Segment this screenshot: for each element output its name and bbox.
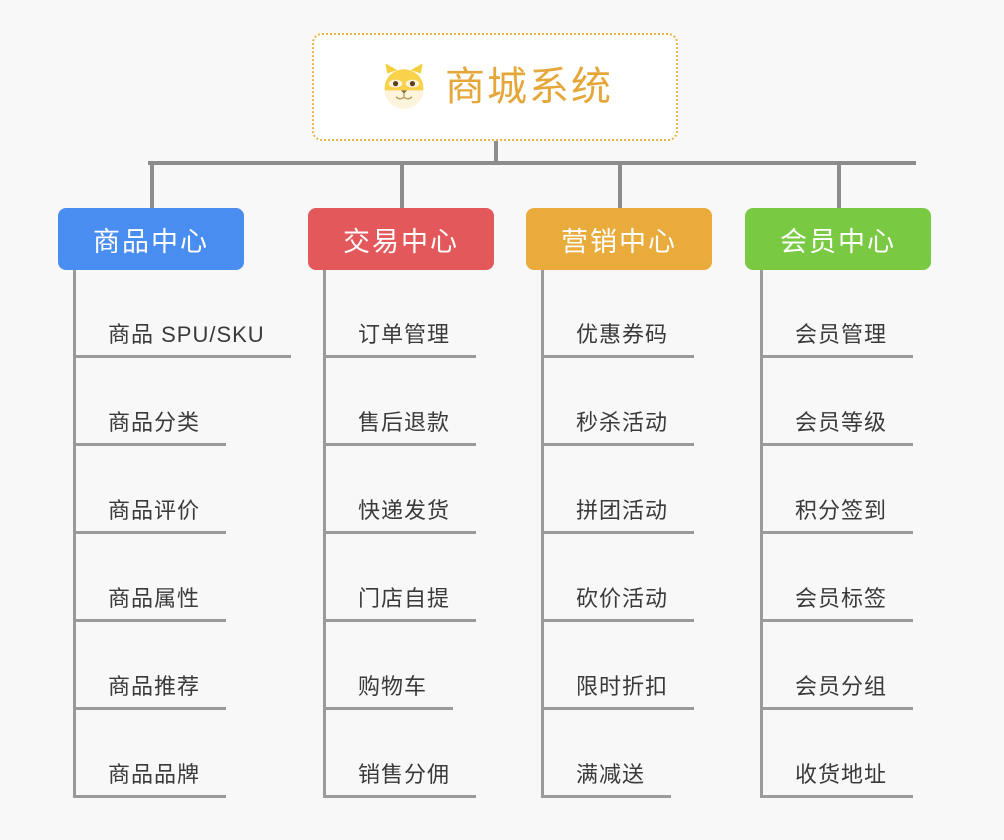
category-label: 交易中心	[343, 226, 459, 257]
leaf-item[interactable]: 订单管理	[326, 270, 494, 358]
leaf-item[interactable]: 商品评价	[76, 446, 244, 534]
column-trade-center: 交易中心订单管理售后退款快递发货门店自提购物车销售分佣	[308, 208, 494, 798]
connector-drop-product-center	[150, 161, 154, 209]
leaf-item-label: 销售分佣	[326, 762, 477, 798]
leaf-item[interactable]: 销售分佣	[326, 710, 494, 798]
connector-drop-marketing-center	[618, 161, 622, 209]
connector-horizontal-bus	[148, 161, 916, 165]
leaf-list-trade-center: 订单管理售后退款快递发货门店自提购物车销售分佣	[323, 270, 494, 798]
root-title: 商城系统	[445, 65, 613, 109]
leaf-item[interactable]: 收货地址	[763, 710, 931, 798]
column-member-center: 会员中心会员管理会员等级积分签到会员标签会员分组收货地址	[745, 208, 931, 798]
leaf-item[interactable]: 积分签到	[763, 446, 931, 534]
leaf-item-label: 砍价活动	[544, 586, 695, 622]
leaf-item[interactable]: 限时折扣	[544, 622, 712, 710]
leaf-item[interactable]: 砍价活动	[544, 534, 712, 622]
leaf-item[interactable]: 商品属性	[76, 534, 244, 622]
connector-root-stem	[494, 141, 498, 163]
leaf-item-label: 商品属性	[76, 586, 227, 622]
leaf-item-label: 门店自提	[326, 586, 477, 622]
category-box-trade-center[interactable]: 交易中心	[308, 208, 494, 270]
leaf-item[interactable]: 满减送	[544, 710, 712, 798]
category-box-marketing-center[interactable]: 营销中心	[526, 208, 712, 270]
leaf-item[interactable]: 购物车	[326, 622, 494, 710]
leaf-list-member-center: 会员管理会员等级积分签到会员标签会员分组收货地址	[760, 270, 931, 798]
connector-drop-member-center	[837, 161, 841, 209]
leaf-item[interactable]: 会员标签	[763, 534, 931, 622]
column-product-center: 商品中心商品 SPU/SKU 商品分类商品评价商品属性商品推荐商品品牌	[58, 208, 291, 798]
leaf-item[interactable]: 商品推荐	[76, 622, 244, 710]
leaf-item-label: 购物车	[326, 674, 454, 710]
leaf-item[interactable]: 优惠券码	[544, 270, 712, 358]
leaf-item-label: 商品分类	[76, 410, 227, 446]
leaf-item[interactable]: 售后退款	[326, 358, 494, 446]
category-label: 营销中心	[561, 226, 677, 257]
category-box-product-center[interactable]: 商品中心	[58, 208, 244, 270]
column-marketing-center: 营销中心优惠券码秒杀活动拼团活动砍价活动限时折扣满减送	[526, 208, 712, 798]
category-label: 商品中心	[93, 226, 209, 257]
leaf-item-label: 优惠券码	[544, 322, 695, 358]
leaf-item-label: 秒杀活动	[544, 410, 695, 446]
leaf-item-label: 会员标签	[763, 586, 914, 622]
root-node-shop-system[interactable]: 商城系统	[312, 33, 678, 141]
leaf-item[interactable]: 门店自提	[326, 534, 494, 622]
leaf-item-label: 会员管理	[763, 322, 914, 358]
leaf-item[interactable]: 秒杀活动	[544, 358, 712, 446]
leaf-list-marketing-center: 优惠券码秒杀活动拼团活动砍价活动限时折扣满减送	[541, 270, 712, 798]
leaf-item[interactable]: 拼团活动	[544, 446, 712, 534]
leaf-item[interactable]: 商品 SPU/SKU	[76, 270, 291, 358]
leaf-item-label: 会员等级	[763, 410, 914, 446]
leaf-item-label: 收货地址	[763, 762, 914, 798]
leaf-item[interactable]: 快递发货	[326, 446, 494, 534]
leaf-item-label: 会员分组	[763, 674, 914, 710]
leaf-item[interactable]: 会员管理	[763, 270, 931, 358]
shiba-dog-face-icon	[377, 60, 431, 114]
leaf-item-label: 拼团活动	[544, 498, 695, 534]
category-box-member-center[interactable]: 会员中心	[745, 208, 931, 270]
leaf-item-label: 售后退款	[326, 410, 477, 446]
leaf-item-label: 满减送	[544, 762, 672, 798]
leaf-item-label: 限时折扣	[544, 674, 695, 710]
leaf-item-label: 订单管理	[326, 322, 477, 358]
leaf-item[interactable]: 会员等级	[763, 358, 931, 446]
leaf-item[interactable]: 商品品牌	[76, 710, 244, 798]
leaf-item[interactable]: 商品分类	[76, 358, 244, 446]
leaf-item-label: 积分签到	[763, 498, 914, 534]
leaf-item-label: 商品评价	[76, 498, 227, 534]
leaf-item-label: 商品 SPU/SKU	[76, 322, 291, 358]
leaf-item[interactable]: 会员分组	[763, 622, 931, 710]
leaf-list-product-center: 商品 SPU/SKU 商品分类商品评价商品属性商品推荐商品品牌	[73, 270, 291, 798]
leaf-item-label: 商品品牌	[76, 762, 227, 798]
leaf-item-label: 商品推荐	[76, 674, 227, 710]
connector-drop-trade-center	[400, 161, 404, 209]
leaf-item-label: 快递发货	[326, 498, 477, 534]
category-label: 会员中心	[780, 226, 896, 257]
